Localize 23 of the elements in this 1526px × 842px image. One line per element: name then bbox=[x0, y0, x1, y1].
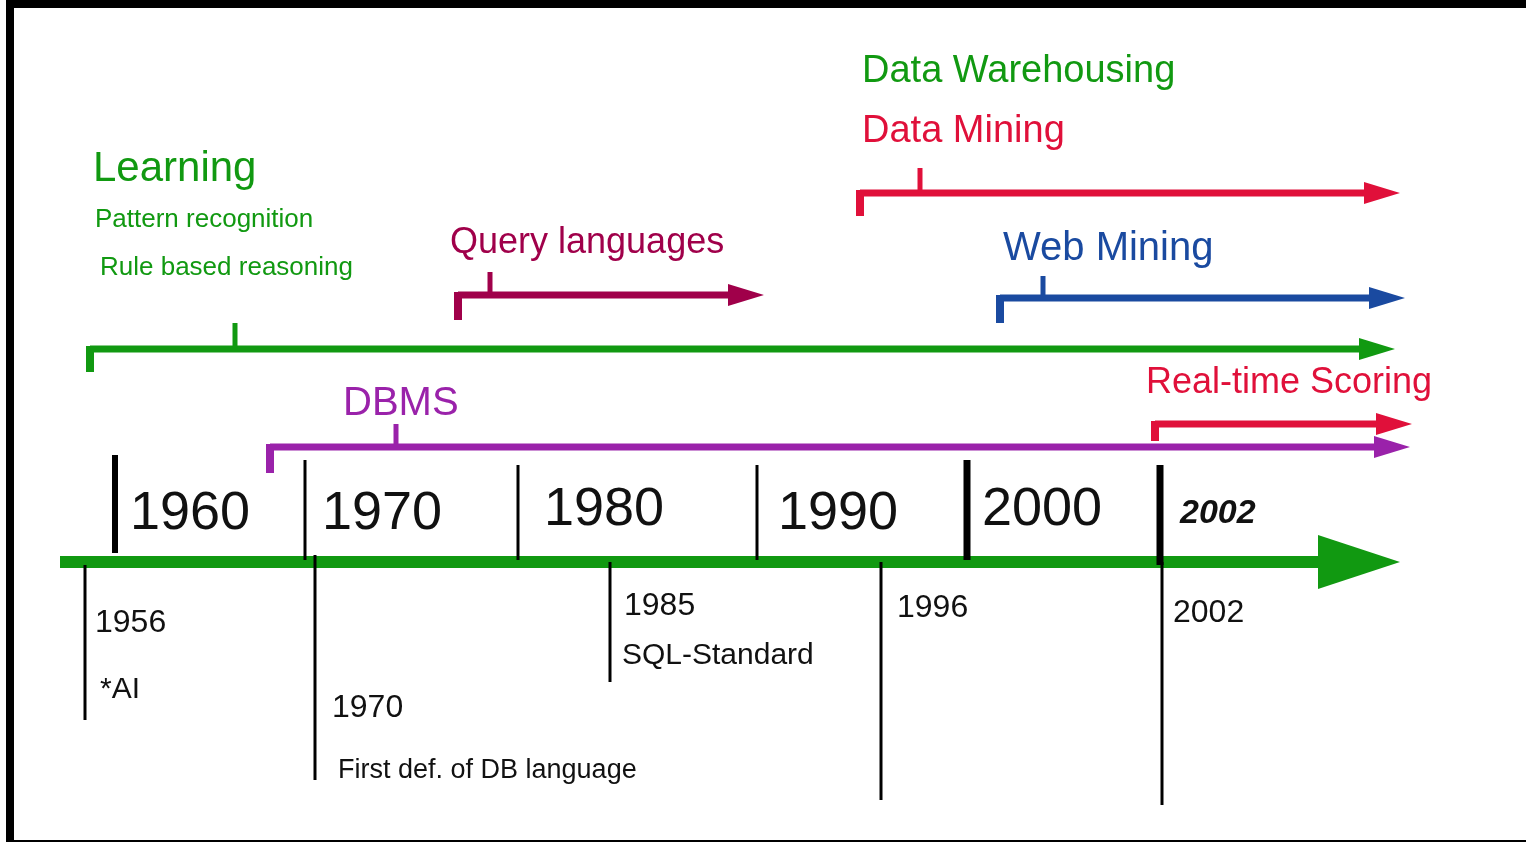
year-label: 1980 bbox=[544, 478, 665, 535]
event-text: First def. of DB language bbox=[338, 755, 637, 784]
topic-text: Rule based reasoning bbox=[100, 253, 353, 281]
event-year: 2002 bbox=[1173, 595, 1245, 629]
event-text: *AI bbox=[100, 672, 141, 704]
year-label: 2002 bbox=[1180, 494, 1256, 530]
era-label: Learning bbox=[93, 145, 257, 190]
event-year: 1985 bbox=[624, 588, 696, 622]
era-label: Data Warehousing bbox=[862, 50, 1176, 90]
event-year: 1970 bbox=[332, 690, 404, 724]
topic-text: Pattern recognition bbox=[95, 205, 314, 233]
era-label: DBMS bbox=[343, 380, 459, 422]
year-label: 1970 bbox=[322, 482, 443, 539]
year-label: 1990 bbox=[778, 482, 899, 539]
era-label: Data Mining bbox=[862, 110, 1065, 150]
event-year: 1956 bbox=[95, 605, 167, 639]
era-label: Web Mining bbox=[1003, 225, 1214, 267]
year-label: 2000 bbox=[982, 478, 1103, 535]
era-label: Query languages bbox=[450, 222, 725, 260]
year-label: 1960 bbox=[130, 482, 251, 539]
era-label: Real-time Scoring bbox=[1146, 362, 1433, 400]
event-text: SQL-Standard bbox=[622, 638, 814, 670]
event-year: 1996 bbox=[897, 590, 969, 624]
